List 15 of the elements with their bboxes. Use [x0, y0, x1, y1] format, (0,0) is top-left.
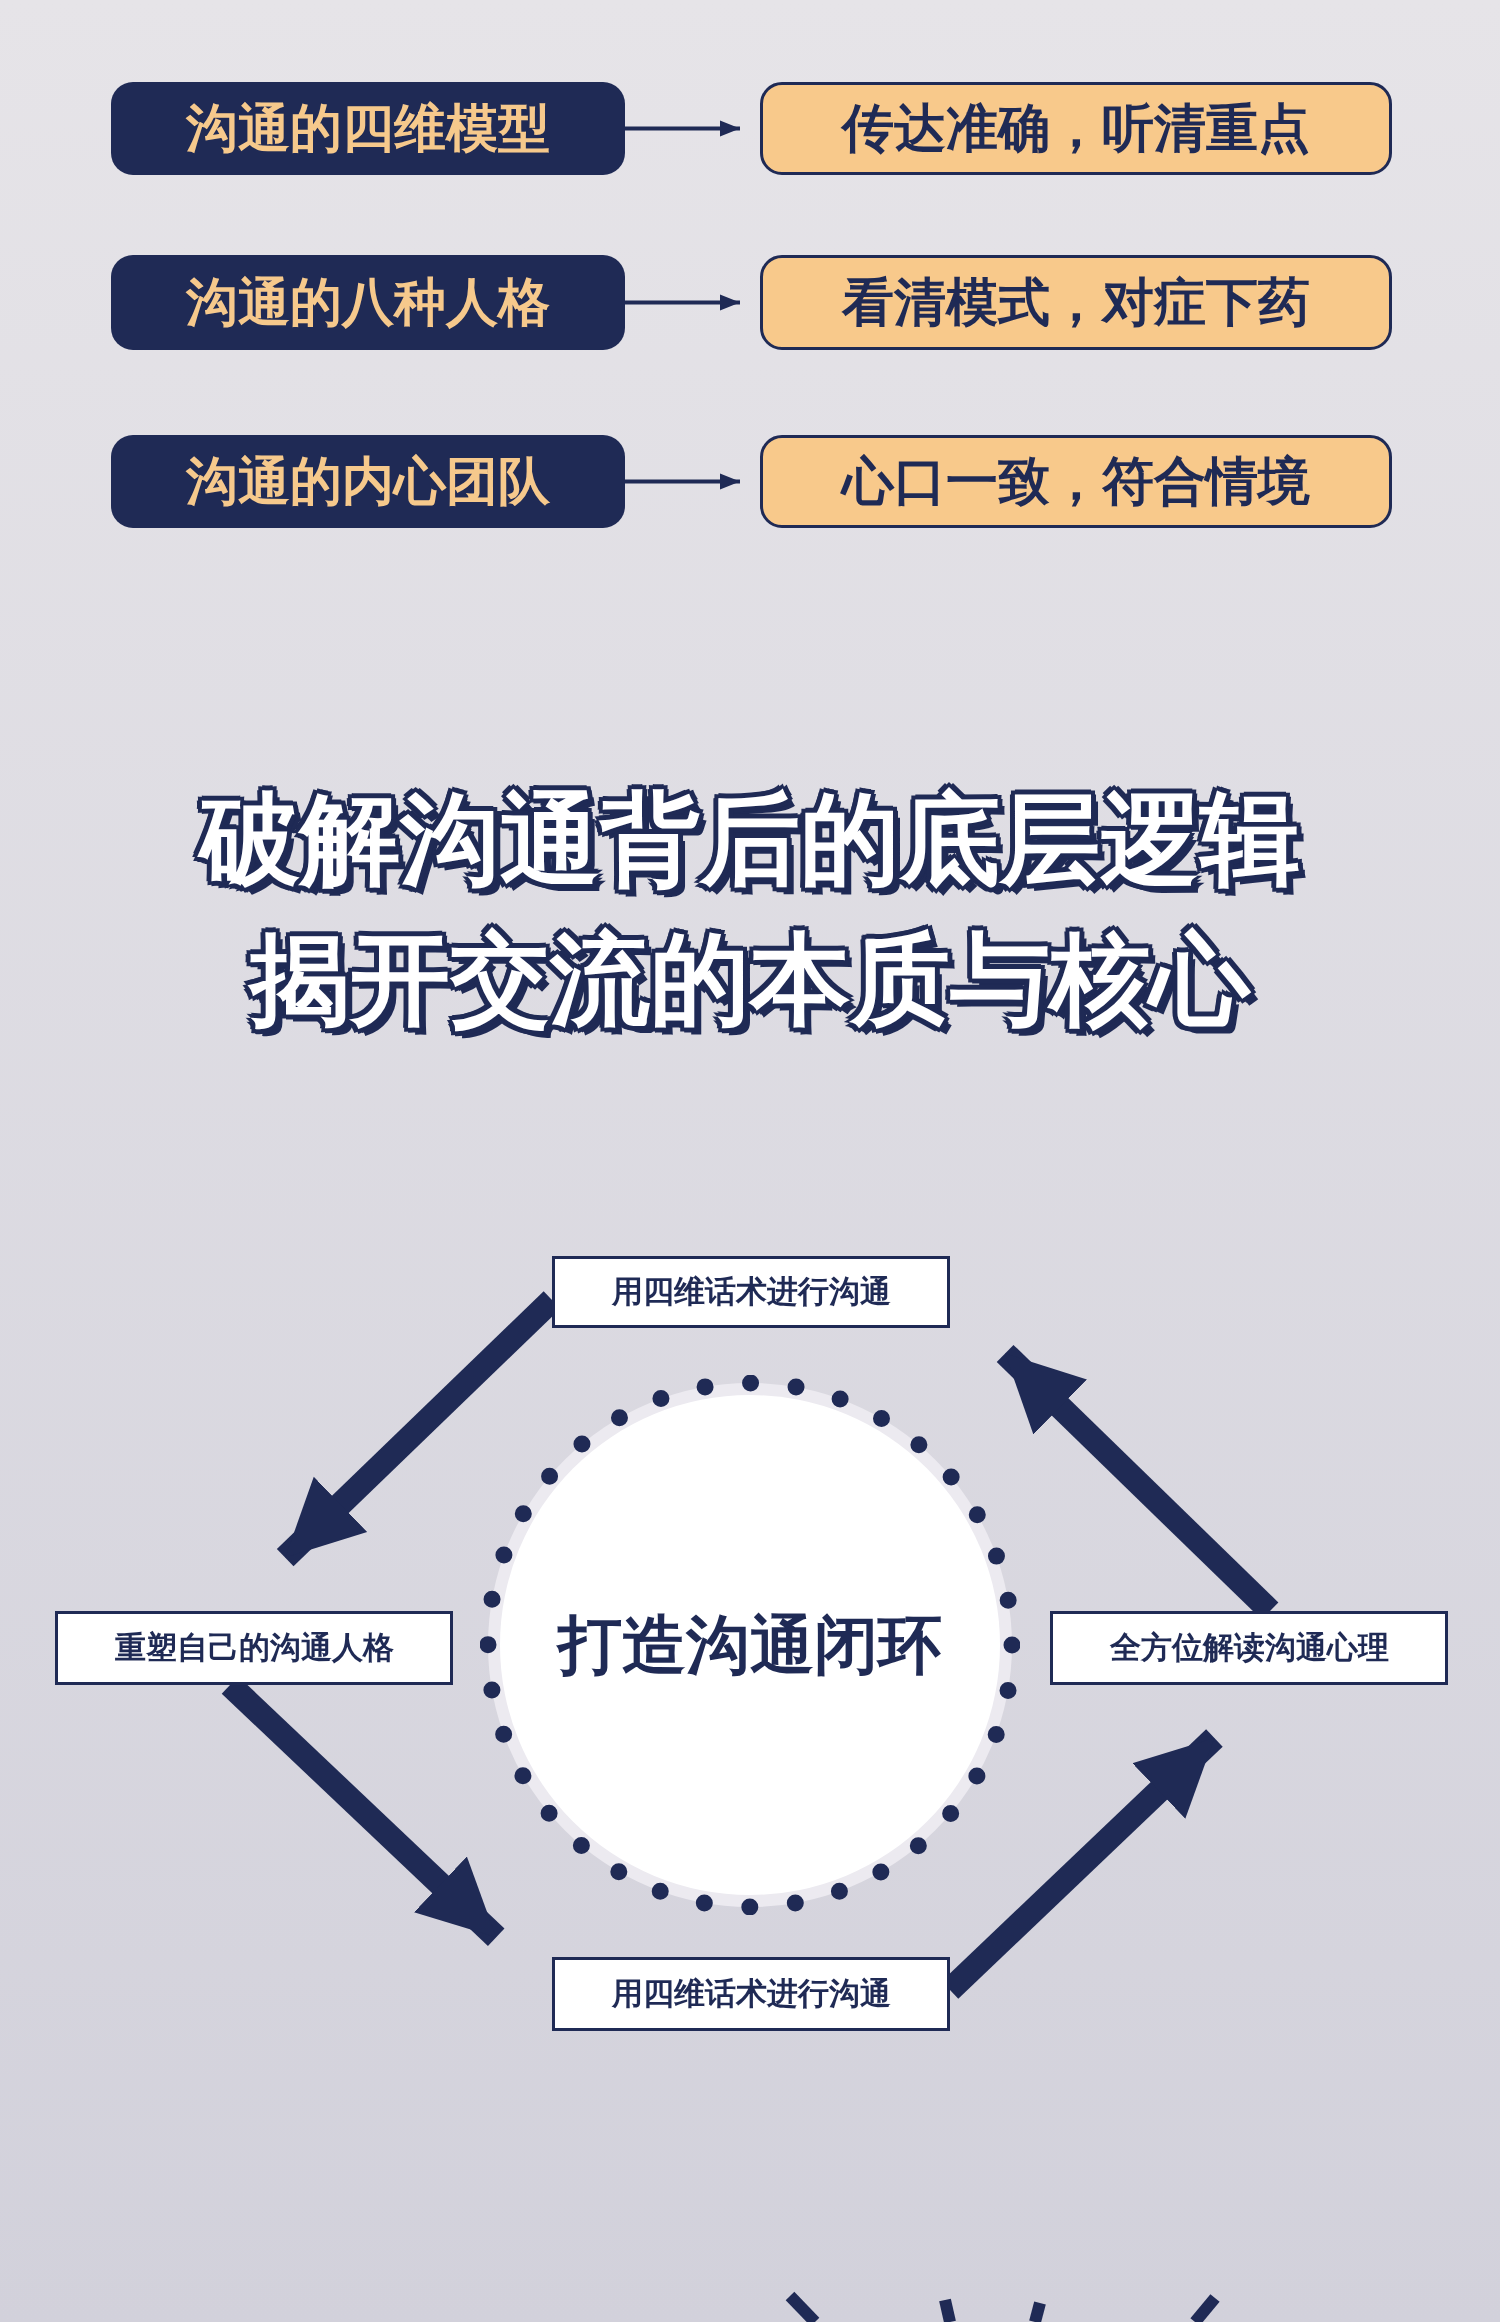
- arrow: [625, 294, 740, 311]
- step-box: 用四维话术进行沟通: [552, 1957, 950, 2031]
- topic-box: 沟通的四维模型: [111, 82, 625, 175]
- topic-box: 沟通的八种人格: [111, 255, 625, 350]
- result-box: 看清模式，对症下药: [760, 255, 1392, 350]
- center-text: 打造沟通闭环: [558, 1606, 942, 1684]
- arrow: [625, 120, 740, 137]
- headline: 破解沟通背后的底层逻辑揭开交流的本质与核心: [190, 770, 1310, 1050]
- step-box: 重塑自己的沟通人格: [55, 1611, 453, 1685]
- step-box: 全方位解读沟通心理: [1050, 1611, 1448, 1685]
- arrow: [625, 473, 740, 490]
- topic-box: 沟通的内心团队: [111, 435, 625, 528]
- result-box: 传达准确，听清重点: [760, 82, 1392, 175]
- step-box: 用四维话术进行沟通: [552, 1256, 950, 1328]
- result-box: 心口一致，符合情境: [760, 435, 1392, 528]
